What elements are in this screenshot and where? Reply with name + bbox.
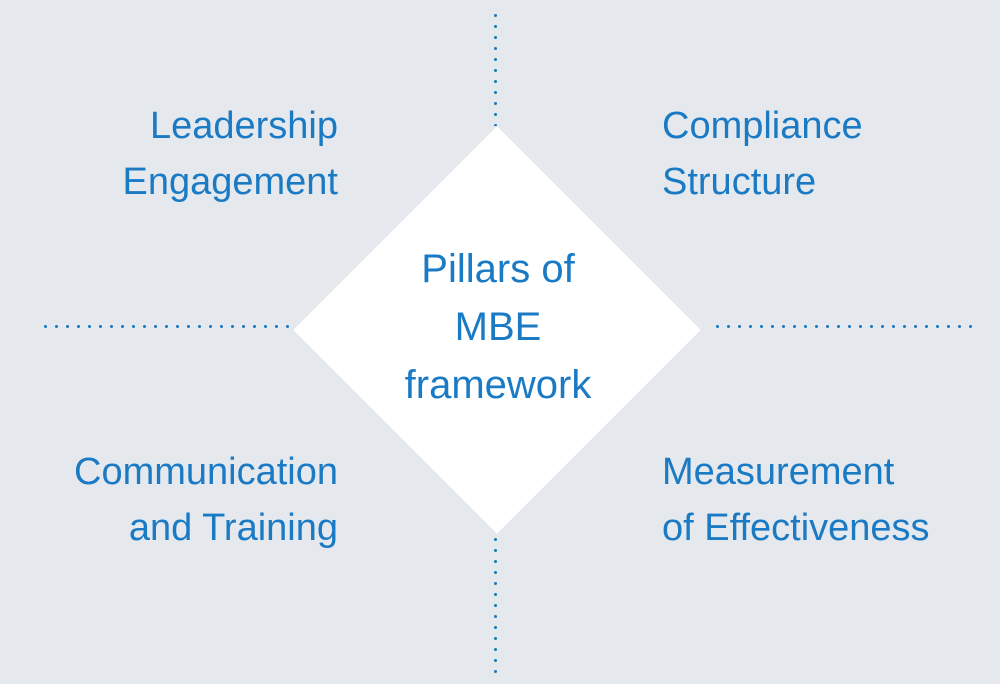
pillar-leadership-engagement: Leadership Engagement (123, 98, 339, 210)
pillar-compliance-structure: Compliance Structure (662, 98, 863, 210)
pillar-label-line2: and Training (128, 507, 338, 549)
center-label-line3: framework (404, 363, 592, 407)
center-label-line1: Pillars of (421, 247, 575, 291)
divider-left (40, 325, 290, 328)
divider-bottom (494, 534, 497, 674)
pillar-communication-training: Communication and Training (74, 444, 338, 556)
pillar-label-line1: Leadership (149, 105, 338, 147)
divider-top (494, 10, 497, 126)
pillar-measurement-effectiveness: Measurement of Effectiveness (662, 444, 930, 556)
pillar-label-line2: Structure (662, 161, 817, 203)
pillar-label-line2: of Effectiveness (662, 507, 930, 549)
center-label: Pillars of MBE framework (360, 240, 636, 414)
center-label-line2: MBE (454, 305, 542, 349)
divider-right (712, 325, 974, 328)
pillar-label-line2: Engagement (122, 161, 339, 203)
pillar-label-line1: Compliance (662, 105, 863, 147)
pillar-label-line1: Communication (74, 451, 338, 493)
pillar-label-line1: Measurement (662, 451, 895, 493)
